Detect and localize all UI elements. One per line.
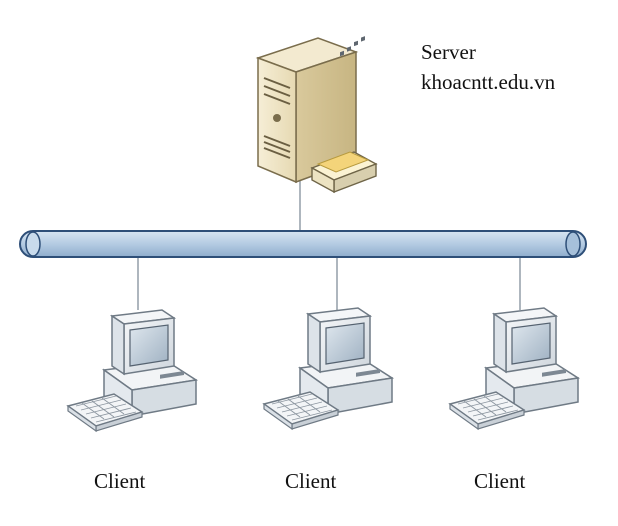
client-computer-icon-3 xyxy=(449,307,579,430)
server-tower-icon xyxy=(255,36,378,194)
network-bus xyxy=(19,230,587,258)
client-label-1: Client xyxy=(94,469,146,493)
client-computer-icon-2 xyxy=(263,307,393,430)
client-label-3: Client xyxy=(474,469,526,493)
server-name-label: Server xyxy=(421,40,476,64)
client-computer-icon-1 xyxy=(67,309,197,432)
client-label-2: Client xyxy=(285,469,337,493)
server-host-label: khoacntt.edu.vn xyxy=(421,70,556,94)
